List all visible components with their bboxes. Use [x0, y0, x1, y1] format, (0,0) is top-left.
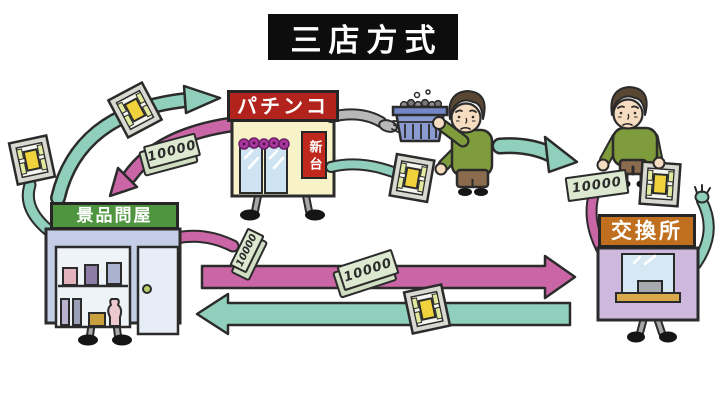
exchange-building — [596, 246, 700, 343]
eyebrows — [617, 105, 639, 109]
mouth — [460, 126, 471, 130]
pachinko-prize-arm — [325, 158, 399, 178]
arrow-fill — [52, 94, 192, 204]
arm-fill — [171, 231, 238, 251]
nose — [626, 113, 630, 120]
wholesaler-sign: 景品問屋 — [50, 202, 179, 230]
ball-basket — [391, 89, 449, 143]
foot — [78, 334, 98, 346]
hand — [434, 162, 448, 176]
prize-box — [62, 267, 78, 286]
exchange-receiving-arm — [690, 184, 715, 270]
door-knob — [142, 284, 152, 294]
foot — [627, 331, 645, 343]
foot — [659, 331, 677, 343]
arrow-prizes-exchange-to-wholesaler — [195, 292, 572, 336]
teal-arrow-shape — [195, 292, 572, 336]
eye — [619, 111, 623, 115]
arm-fill — [692, 197, 713, 268]
window-glare — [243, 149, 285, 170]
wholesaler-prize-arm — [21, 178, 59, 240]
bouncing-ball — [413, 91, 421, 99]
prize-card-to-customer — [388, 152, 436, 204]
arrow-customer-to-exchange — [491, 135, 579, 174]
door — [136, 245, 180, 336]
legs — [253, 194, 311, 213]
legs-outline — [251, 192, 313, 215]
eyebrows — [455, 109, 477, 113]
arrow-head — [182, 84, 222, 115]
pachinko-receiving-arm — [325, 108, 404, 134]
wholesaler-money-arm — [169, 229, 240, 253]
prize-box — [84, 264, 99, 286]
prize-bottle — [60, 298, 70, 326]
customer-at-exchange — [596, 86, 663, 188]
arrow-prizes-to-pachinko — [50, 84, 222, 206]
counter-ledge — [615, 292, 681, 303]
hair — [448, 90, 486, 120]
arrow-head — [108, 166, 139, 198]
diagram-title: 三店方式 — [268, 14, 458, 60]
hand — [596, 158, 610, 172]
foot — [240, 209, 260, 221]
eye — [633, 111, 637, 115]
mouth — [622, 122, 633, 126]
customer-hand-gripping-card — [652, 156, 666, 170]
new-machines-banner: 新台 — [301, 131, 327, 179]
prize-gold-box — [88, 312, 106, 327]
prize-card-wholesaler — [7, 134, 57, 186]
money-note-value: 10000 — [571, 174, 623, 197]
pachinko-sign: パチンコ — [227, 90, 339, 122]
eye — [457, 115, 461, 119]
prize-card-to-wholesaler — [402, 283, 452, 335]
arm — [438, 121, 468, 146]
customer-at-pachinko — [432, 90, 494, 196]
arrow-head — [543, 135, 579, 174]
exchange-sign: 交換所 — [598, 214, 696, 248]
arm-fill — [327, 160, 397, 176]
basket-rim — [391, 105, 449, 117]
eye — [471, 115, 475, 119]
nose — [464, 117, 468, 124]
prize-bottle — [72, 298, 82, 326]
flower-garland — [238, 137, 290, 150]
prize-sake-bottle — [107, 298, 123, 327]
hand — [432, 116, 446, 130]
basket-slats — [399, 121, 441, 139]
shoe — [458, 188, 472, 196]
window-glare — [632, 254, 657, 266]
prize-box — [106, 262, 122, 285]
fingers — [694, 184, 711, 194]
foot — [112, 334, 132, 346]
shoe — [474, 188, 488, 196]
arm-fill — [23, 180, 57, 238]
bouncing-ball — [425, 89, 431, 95]
foot — [305, 209, 325, 221]
wholesaler-building — [44, 227, 182, 346]
hair — [610, 86, 648, 116]
